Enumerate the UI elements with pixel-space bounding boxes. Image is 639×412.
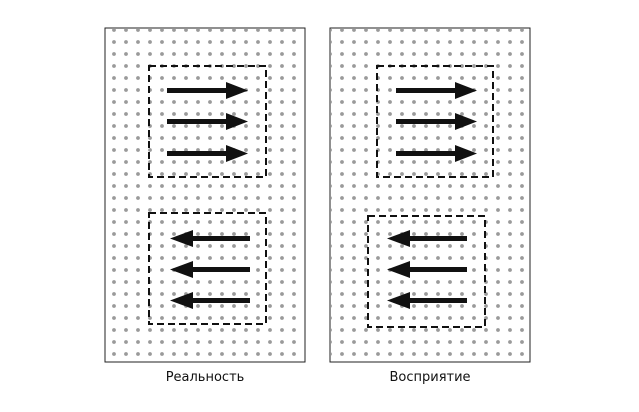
dashed-region-top bbox=[148, 65, 267, 178]
caption-perception: Восприятие bbox=[389, 370, 471, 385]
dashed-region-bottom bbox=[148, 212, 267, 325]
left-arrows-group bbox=[170, 230, 250, 309]
right-arrow bbox=[396, 145, 477, 162]
right-arrow bbox=[396, 113, 477, 130]
right-arrow bbox=[167, 113, 248, 130]
dot-field bbox=[106, 29, 304, 361]
left-arrow bbox=[170, 261, 250, 278]
panel-reality bbox=[104, 27, 306, 363]
dashed-region-top bbox=[376, 65, 494, 178]
left-arrows-group bbox=[387, 230, 467, 309]
dot-field bbox=[331, 29, 529, 361]
caption-reality: Реальность bbox=[165, 370, 245, 385]
left-arrow bbox=[170, 230, 250, 247]
left-arrow bbox=[387, 230, 467, 247]
right-arrow bbox=[396, 82, 477, 99]
dashed-region-bottom bbox=[367, 215, 486, 328]
right-arrows-group bbox=[167, 82, 248, 162]
right-arrow bbox=[167, 145, 248, 162]
left-arrow bbox=[387, 261, 467, 278]
panel-perception bbox=[329, 27, 531, 363]
right-arrow bbox=[167, 82, 248, 99]
right-arrows-group bbox=[396, 82, 477, 162]
left-arrow bbox=[170, 292, 250, 309]
left-arrow bbox=[387, 292, 467, 309]
